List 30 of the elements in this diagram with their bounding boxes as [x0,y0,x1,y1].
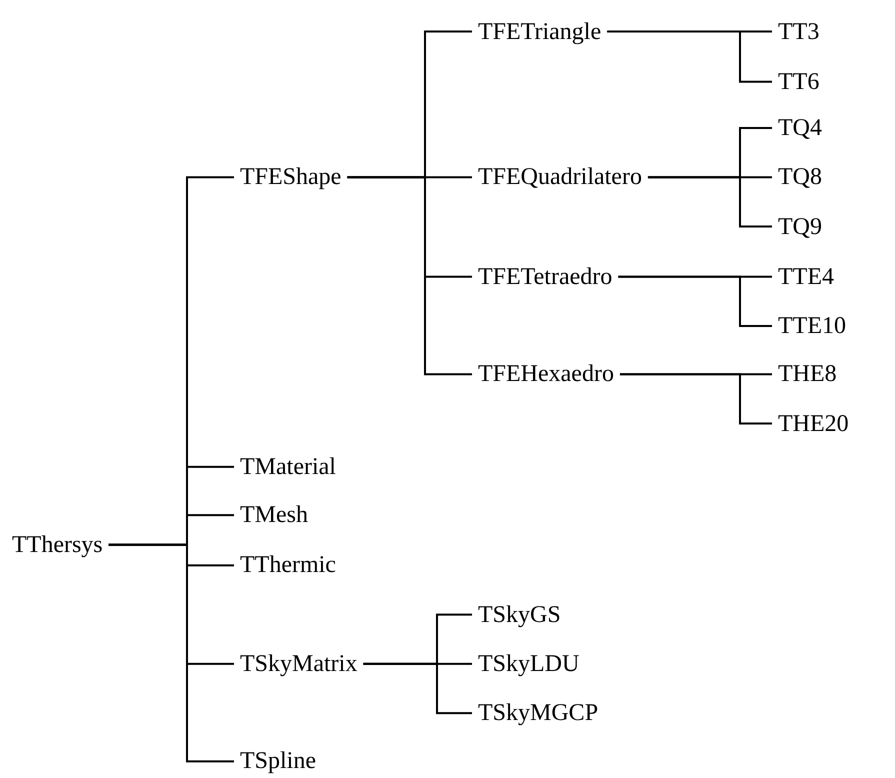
class-name-label: TFETriangle [478,18,602,45]
class-name-label: TMaterial [240,454,336,480]
class-name-label: TSkyLDU [478,650,580,677]
connector-line [620,373,772,425]
class-name-label: TT3 [778,18,820,45]
connector-line [648,176,772,228]
connector-line [363,662,472,714]
connector-line [607,30,772,83]
class-name-label: TSpline [240,748,316,774]
class-name-label: TQ8 [778,164,822,190]
class-name-label: TFEQuadrilatero [478,164,642,190]
class-name-label: TTE4 [778,264,834,290]
class-name-label: TSkyGS [478,602,561,628]
class-name-label: TMesh [240,502,308,528]
connector-line [108,544,234,762]
class-name-label: TQ9 [778,214,822,240]
class-name-label: TFETetraedro [478,264,612,290]
connector-line [618,276,772,328]
class-name-label: TT6 [778,68,820,95]
class-name-label: THE8 [778,361,837,388]
class-name-label: TSkyMGCP [478,700,598,726]
class-name-label: TThersys [12,532,103,558]
class-name-label: TQ4 [778,115,822,142]
connector-line [347,176,472,376]
class-name-label: TSkyMatrix [240,650,358,677]
class-name-label: THE20 [778,410,849,437]
class-name-label: TFEHexaedro [478,361,614,388]
class-name-label: TTE10 [778,313,846,340]
class-name-label: TThermic [240,552,336,578]
class-name-label: TFEShape [240,164,342,190]
